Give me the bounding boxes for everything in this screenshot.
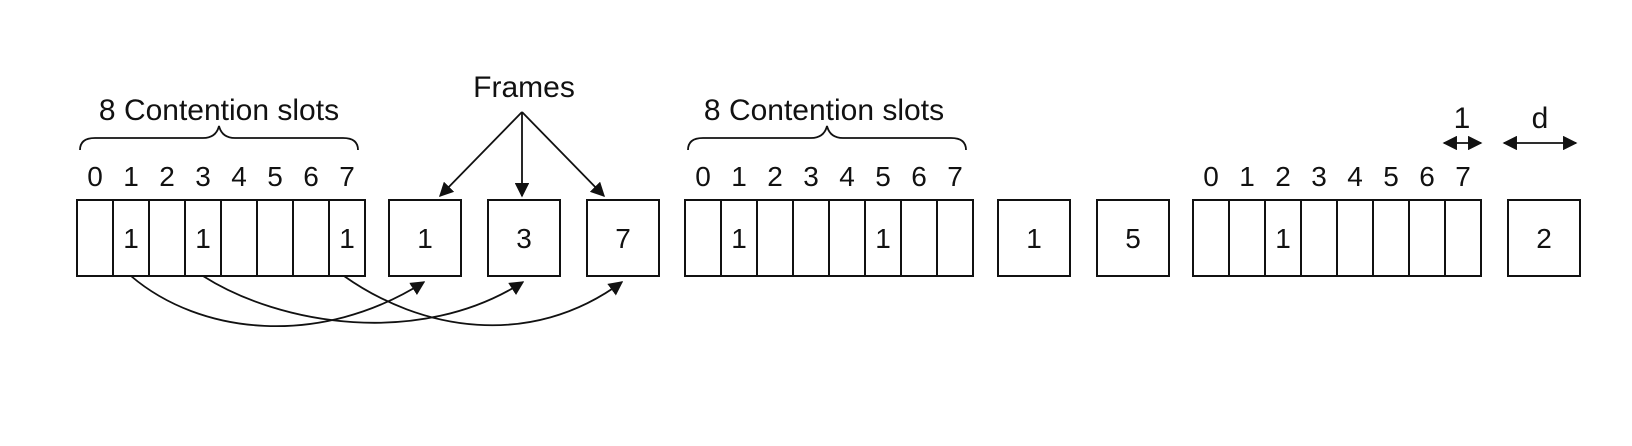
dim-d-label: d (1532, 102, 1549, 135)
slot-bit: 1 (195, 223, 211, 254)
frames-arrow-7 (521, 111, 606, 198)
frame-1: 1 (388, 199, 462, 277)
frame-box (586, 199, 660, 277)
slot-index: 2 (767, 161, 783, 192)
slot-index: 4 (839, 161, 855, 192)
frame-box (1096, 199, 1170, 277)
frame-value: 2 (1536, 223, 1552, 254)
curve-slot3-to-frame3 (202, 275, 525, 324)
group2-title: 8 Contention slots (704, 94, 944, 127)
group1-title: 8 Contention slots (99, 94, 339, 127)
frame-value: 1 (417, 223, 433, 254)
frame-5: 5 (1096, 199, 1170, 277)
frame-3: 7 (586, 199, 660, 277)
group1-brace (79, 125, 359, 151)
slot-index: 3 (803, 161, 819, 192)
slot-bit: 1 (731, 223, 747, 254)
slot-index: 5 (1383, 161, 1399, 192)
slot-index: 7 (947, 161, 963, 192)
slot-index: 7 (339, 161, 355, 192)
slot-index: 3 (195, 161, 211, 192)
slot-index: 2 (1275, 161, 1291, 192)
slot-index: 6 (911, 161, 927, 192)
slot-index: 0 (695, 161, 711, 192)
slot-index: 4 (1347, 161, 1363, 192)
slot-index: 1 (731, 161, 747, 192)
frame-2: 3 (487, 199, 561, 277)
slot-bit: 1 (875, 223, 891, 254)
slot-index: 6 (303, 161, 319, 192)
slot-bit: 1 (123, 223, 139, 254)
frame-box (997, 199, 1071, 277)
frame-box (487, 199, 561, 277)
slot-index: 1 (1239, 161, 1255, 192)
group2-brace (687, 125, 967, 151)
slot-bit: 1 (339, 223, 355, 254)
frame-value: 1 (1026, 223, 1042, 254)
frames-arrow-1 (438, 111, 523, 198)
slot-index: 6 (1419, 161, 1435, 192)
frame-box (1507, 199, 1581, 277)
frame-6: 2 (1507, 199, 1581, 277)
slot-index: 7 (1455, 161, 1471, 192)
frame-value: 7 (615, 223, 631, 254)
frames-label: Frames (473, 71, 575, 104)
frame-box (388, 199, 462, 277)
frame-value: 5 (1125, 223, 1141, 254)
slot-index: 0 (87, 161, 103, 192)
slot-bit: 1 (1275, 223, 1291, 254)
slot-index: 1 (123, 161, 139, 192)
slot-index: 5 (875, 161, 891, 192)
frame-4: 1 (997, 199, 1071, 277)
slot-index: 3 (1311, 161, 1327, 192)
slot-index: 4 (231, 161, 247, 192)
slot-index: 2 (159, 161, 175, 192)
curve-slot1-to-frame1 (130, 275, 426, 328)
slot-index: 5 (267, 161, 283, 192)
slot-index: 0 (1203, 161, 1219, 192)
dim-one-label: 1 (1454, 102, 1471, 135)
curve-slot7-to-frame7 (343, 275, 624, 327)
frame-value: 3 (516, 223, 532, 254)
